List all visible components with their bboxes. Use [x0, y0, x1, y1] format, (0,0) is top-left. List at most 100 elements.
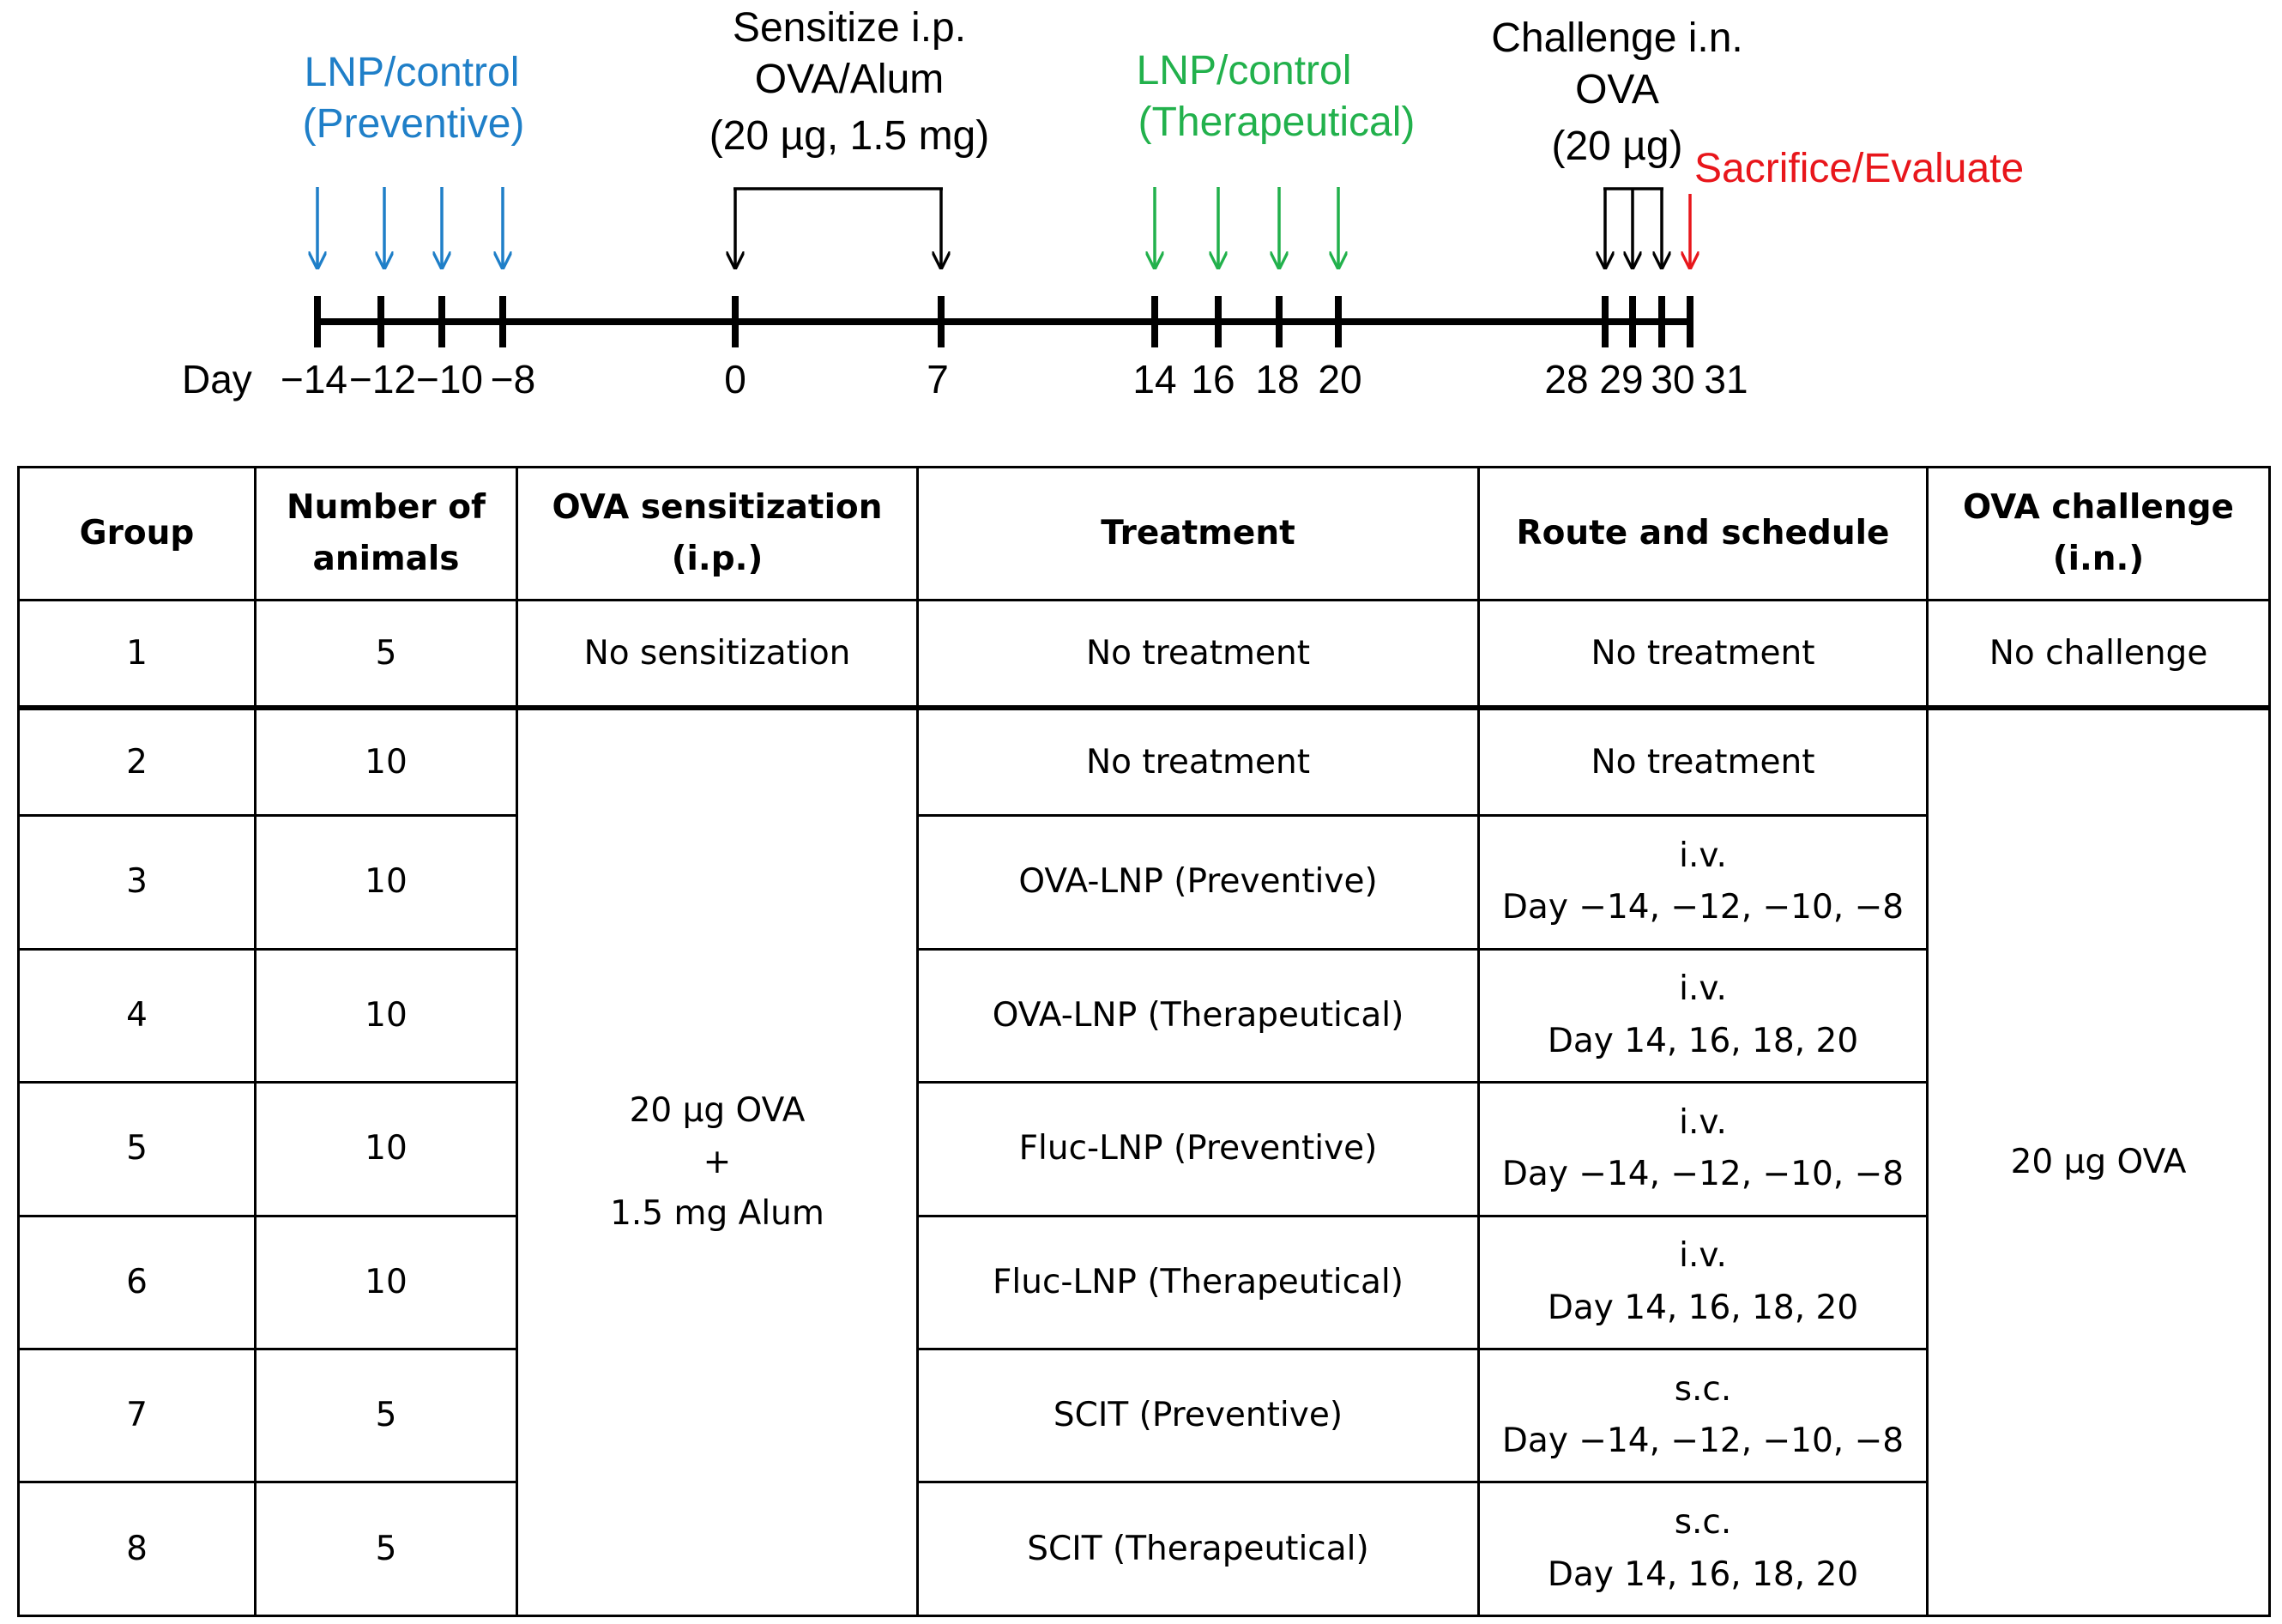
tick-label: 14	[1132, 357, 1176, 401]
cell-group: 4	[17, 947, 257, 1084]
sacrifice-phase: Sacrifice/Evaluate	[1690, 146, 2024, 268]
header-animals-line1: Number of	[287, 487, 486, 527]
header-animals-line2: animals	[312, 540, 460, 579]
route-line1: i.v.	[1679, 969, 1727, 1009]
therapeutical-label-line2: (Therapeutical)	[1138, 100, 1416, 145]
cell-treatment: OVA-LNP (Therapeutical)	[916, 947, 1480, 1084]
tick-label: −10	[416, 357, 483, 401]
cell-treatment: No treatment	[916, 706, 1480, 818]
route-line2: Day 14, 16, 18, 20	[1547, 1021, 1859, 1060]
header-challenge-line2: (i.n.)	[2052, 540, 2145, 579]
header-sensitization: OVA sensitization (i.p.)	[516, 465, 919, 602]
route-line2: Day 14, 16, 18, 20	[1547, 1288, 1859, 1327]
route-line2: Day −14, −12, −10, −8	[1501, 1422, 1905, 1461]
cell-route: i.v. Day 14, 16, 18, 20	[1477, 1214, 1929, 1350]
cell-animals: 10	[254, 947, 518, 1084]
cell-sensitization: No sensitization	[516, 599, 919, 711]
cell-group: 8	[17, 1481, 257, 1617]
cell-challenge-merged: 20 µg OVA	[1926, 706, 2271, 1618]
cell-route: s.c. Day 14, 16, 18, 20	[1477, 1481, 1929, 1617]
cell-treatment: SCIT (Therapeutical)	[916, 1481, 1480, 1617]
tick-label: 28	[1544, 357, 1588, 401]
therapeutical-phase: LNP/control (Therapeutical)	[1137, 48, 1416, 268]
header-sensitization-line2: (i.p.)	[671, 540, 764, 579]
route-line1: i.v.	[1679, 1236, 1727, 1276]
preventive-phase: LNP/control (Preventive)	[303, 50, 525, 268]
study-design-table: Group Number of animals OVA sensitizatio…	[17, 465, 2271, 1618]
cell-sensitization-merged: 20 µg OVA + 1.5 mg Alum	[516, 706, 919, 1618]
preventive-label-line1: LNP/control	[305, 50, 520, 95]
sensitize-phase: Sensitize i.p. OVA/Alum (20 µg, 1.5 mg)	[709, 5, 989, 268]
challenge-label-line3: (20 µg)	[1551, 124, 1682, 169]
header-sensitization-line1: OVA sensitization	[552, 487, 883, 527]
tick-label: 20	[1318, 357, 1361, 401]
table-row: 8 5 SCIT (Therapeutical) s.c. Day 14, 16…	[17, 1481, 2270, 1617]
table-row: 7 5 SCIT (Preventive) s.c. Day −14, −12,…	[17, 1347, 2270, 1484]
cell-route: No treatment	[1477, 599, 1929, 711]
table-row: 2 10 20 µg OVA + 1.5 mg Alum No treatmen…	[17, 706, 2271, 1618]
cell-treatment: No treatment	[916, 599, 1480, 711]
challenge-phase: Challenge i.n. OVA (20 µg)	[1491, 15, 1743, 268]
tick-label: 31	[1704, 357, 1748, 401]
sensitization-line3: 1.5 mg Alum	[610, 1194, 824, 1234]
tick-label: 29	[1599, 357, 1643, 401]
cell-route: i.v. Day −14, −12, −10, −8	[1477, 1081, 1929, 1217]
cell-animals: 10	[254, 1214, 518, 1350]
cell-route: i.v. Day 14, 16, 18, 20	[1477, 947, 1929, 1084]
table-header-row: Group Number of animals OVA sensitizatio…	[17, 465, 2271, 602]
cell-route: s.c. Day −14, −12, −10, −8	[1477, 1347, 1929, 1484]
cell-animals: 5	[254, 599, 518, 711]
header-animals: Number of animals	[254, 465, 518, 602]
header-group: Group	[17, 465, 257, 602]
tick-label: 30	[1651, 357, 1694, 401]
cell-animals: 10	[254, 1081, 518, 1217]
tick-label: −14	[281, 357, 347, 401]
sensitization-line1: 20 µg OVA	[629, 1090, 806, 1130]
cell-group: 5	[17, 1081, 257, 1217]
cell-treatment: OVA-LNP (Preventive)	[916, 814, 1480, 951]
route-line1: i.v.	[1679, 836, 1727, 875]
preventive-label-line2: (Preventive)	[303, 101, 525, 147]
tick-label: 18	[1255, 357, 1299, 401]
route-line1: s.c.	[1674, 1503, 1732, 1542]
challenge-label-line2: OVA	[1575, 67, 1659, 112]
cell-group: 2	[17, 706, 257, 818]
cell-group: 6	[17, 1214, 257, 1350]
cell-animals: 5	[254, 1481, 518, 1617]
sensitize-label-line2: OVA/Alum	[755, 57, 945, 102]
route-line2: Day 14, 16, 18, 20	[1547, 1555, 1859, 1594]
tick-label: 16	[1191, 357, 1235, 401]
tick-label: −12	[349, 357, 416, 401]
sensitization-line2: +	[703, 1142, 732, 1181]
header-treatment: Treatment	[916, 465, 1480, 602]
cell-treatment: Fluc-LNP (Preventive)	[916, 1081, 1480, 1217]
table-row: 4 10 OVA-LNP (Therapeutical) i.v. Day 14…	[17, 947, 2270, 1084]
route-line2: Day −14, −12, −10, −8	[1501, 1155, 1905, 1194]
cell-challenge: No challenge	[1926, 599, 2271, 711]
therapeutical-label-line1: LNP/control	[1137, 48, 1352, 94]
table-row: 5 10 Fluc-LNP (Preventive) i.v. Day −14,…	[17, 1081, 2270, 1217]
cell-group: 1	[17, 599, 257, 711]
cell-animals: 10	[254, 814, 518, 951]
study-timeline: Day −14 −12 −10 −8 0 7 14 16 18 20 28 29…	[182, 5, 2024, 401]
cell-treatment: SCIT (Preventive)	[916, 1347, 1480, 1484]
cell-group: 7	[17, 1347, 257, 1484]
table-row: 1 5 No sensitization No treatment No tre…	[17, 599, 2271, 711]
tick-label: 7	[927, 357, 949, 401]
table-row: 6 10 Fluc-LNP (Therapeutical) i.v. Day 1…	[17, 1214, 2270, 1350]
cell-route: i.v. Day −14, −12, −10, −8	[1477, 814, 1929, 951]
cell-animals: 5	[254, 1347, 518, 1484]
tick-label: 0	[724, 357, 746, 401]
cell-animals: 10	[254, 706, 518, 818]
header-route: Route and schedule	[1477, 465, 1929, 602]
timeline-ticks	[314, 296, 1693, 347]
cell-treatment: Fluc-LNP (Therapeutical)	[916, 1214, 1480, 1350]
cell-group: 3	[17, 814, 257, 951]
table-row: 3 10 OVA-LNP (Preventive) i.v. Day −14, …	[17, 814, 2270, 951]
route-line1: i.v.	[1679, 1102, 1727, 1142]
sensitize-label-line1: Sensitize i.p.	[733, 5, 966, 51]
day-label: Day	[182, 357, 252, 401]
sacrifice-label: Sacrifice/Evaluate	[1694, 146, 2024, 191]
header-challenge-line1: OVA challenge	[1963, 487, 2234, 527]
route-line2: Day −14, −12, −10, −8	[1501, 888, 1905, 927]
